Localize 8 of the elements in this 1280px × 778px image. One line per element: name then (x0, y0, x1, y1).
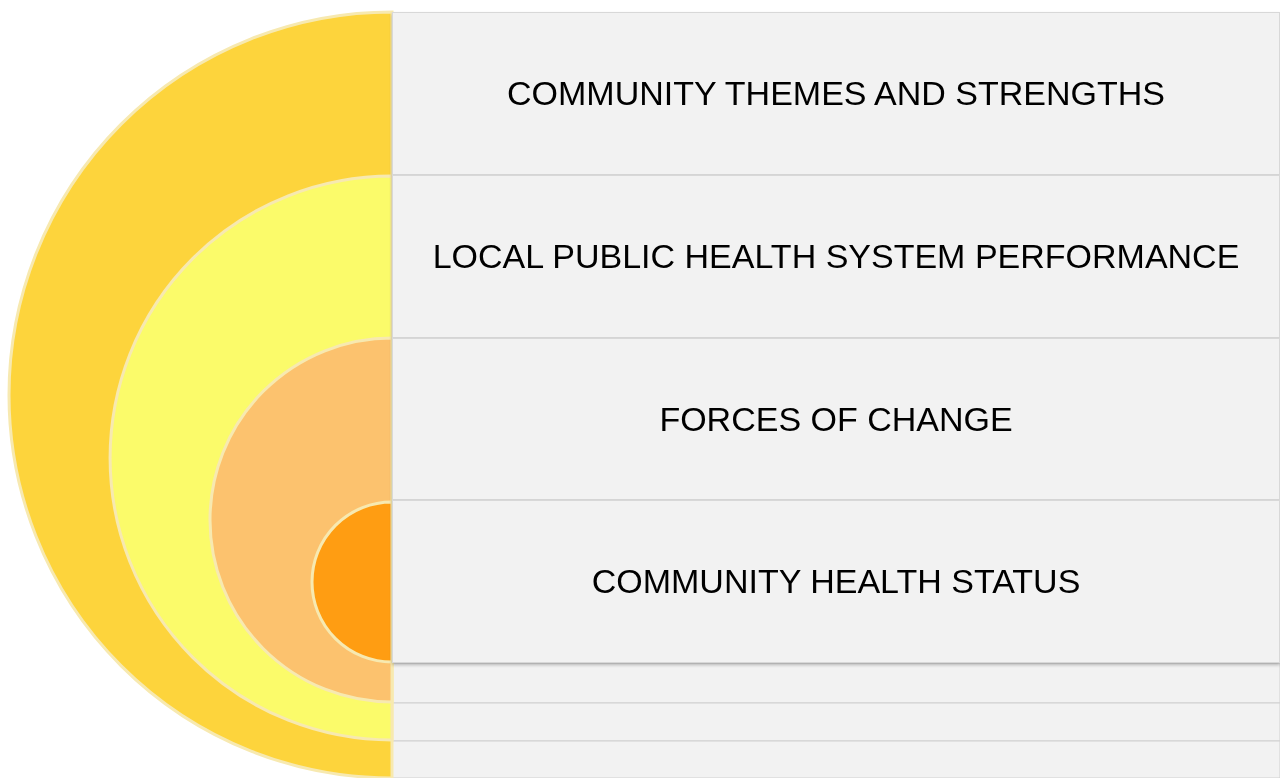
level-label: COMMUNITY HEALTH STATUS (591, 562, 1081, 601)
level-bar (392, 175, 1280, 338)
level-bar (392, 338, 1280, 500)
level-label: LOCAL PUBLIC HEALTH SYSTEM PERFORMANCE (432, 237, 1240, 276)
level-bar (392, 500, 1280, 663)
level-bar (392, 12, 1280, 175)
level-label: COMMUNITY THEMES AND STRENGTHS (507, 74, 1165, 113)
level-label: FORCES OF CHANGE (659, 399, 1013, 439)
